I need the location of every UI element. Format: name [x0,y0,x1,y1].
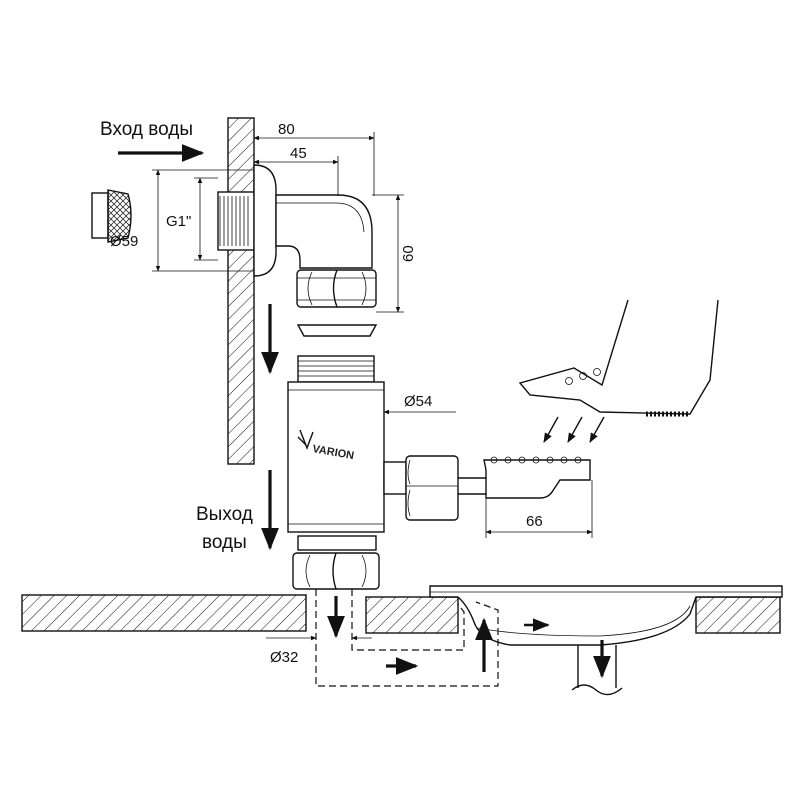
foot-pedal [483,456,591,499]
threaded-nipple [297,355,375,383]
valve-body: VARION [287,381,385,533]
counter-right [695,596,781,634]
dimension-45: 45 [290,145,307,162]
water-inlet-label: Вход воды [100,119,193,140]
counter-middle [365,596,459,634]
dimension-diameter-59: Ø59 [110,233,138,250]
dimension-diameter-54: Ø54 [404,393,432,410]
upper-nut [296,269,377,308]
side-connector [383,455,486,521]
press-arrow-icon [543,416,605,443]
basin [429,585,783,696]
wall [227,117,255,465]
hose-path [315,589,499,687]
foot-icon [518,299,719,417]
dimension-60: 60 [400,245,417,262]
lower-nut [292,535,380,590]
water-outlet-label-line1: Выход [196,504,253,525]
dimension-diameter-32: Ø32 [270,649,298,666]
dimension-66: 66 [526,513,543,530]
wall-fitting [217,164,277,277]
water-outlet-label-line2: воды [202,532,247,553]
dimension-80: 80 [278,121,295,138]
dimension-g1: G1" [166,213,191,230]
flow-arrow-icon [118,144,611,679]
gasket [296,324,378,337]
dimension-lines [152,132,593,641]
counter-left [21,594,307,632]
elbow-pipe [275,194,373,269]
mesh-filter-icon [91,189,132,243]
